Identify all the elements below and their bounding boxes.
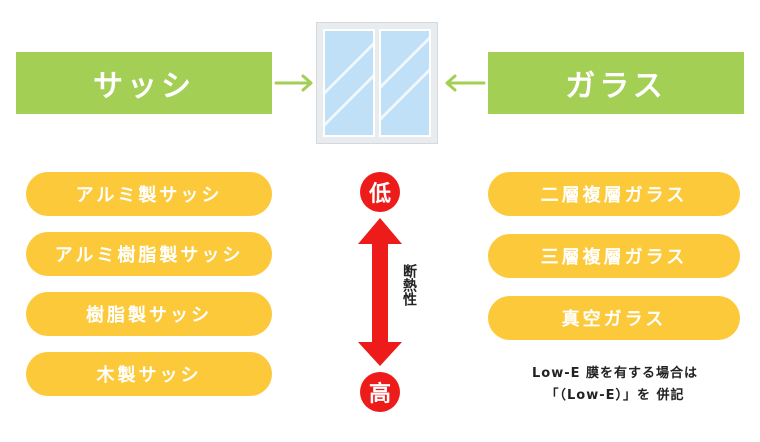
arrow-left-icon xyxy=(445,74,486,92)
glass-item-label: 二層複層ガラス xyxy=(540,185,688,206)
sash-title: サッシ xyxy=(93,69,195,104)
note-line-1: Low-E 膜を有する場合は xyxy=(531,366,699,381)
sash-item-wood: 木製サッシ xyxy=(26,352,272,396)
scale-low-badge: 低 xyxy=(360,172,400,212)
arrow-right-icon xyxy=(274,74,313,92)
sash-item-label: 樹脂製サッシ xyxy=(86,305,212,326)
glass-item-triple: 三層複層ガラス xyxy=(488,234,740,278)
sash-item-aluminum-resin: アルミ樹脂製サッシ xyxy=(26,232,272,276)
insulation-label: 断熱性 xyxy=(401,264,417,306)
window-pane-right xyxy=(379,29,431,137)
scale-low-label: 低 xyxy=(368,182,391,207)
window-icon xyxy=(316,22,438,144)
sash-item-label: アルミ製サッシ xyxy=(75,185,223,206)
scale-high-badge: 高 xyxy=(360,372,400,412)
scale-high-label: 高 xyxy=(368,382,391,407)
glass-item-label: 三層複層ガラス xyxy=(540,247,688,268)
sash-banner: サッシ xyxy=(16,52,272,114)
glass-item-double: 二層複層ガラス xyxy=(488,172,740,216)
double-arrow-vertical-icon xyxy=(358,218,402,366)
glass-title: ガラス xyxy=(565,69,667,104)
glass-item-vacuum: 真空ガラス xyxy=(488,296,740,340)
glass-banner: ガラス xyxy=(488,52,744,114)
window-pane-left xyxy=(323,29,375,137)
sash-item-label: アルミ樹脂製サッシ xyxy=(54,245,244,266)
sash-item-resin: 樹脂製サッシ xyxy=(26,292,272,336)
sash-item-label: 木製サッシ xyxy=(96,365,202,386)
note-line-2: 「（Low-E）」を 併記 xyxy=(545,388,685,403)
glass-item-label: 真空ガラス xyxy=(561,309,667,330)
sash-item-aluminum: アルミ製サッシ xyxy=(26,172,272,216)
